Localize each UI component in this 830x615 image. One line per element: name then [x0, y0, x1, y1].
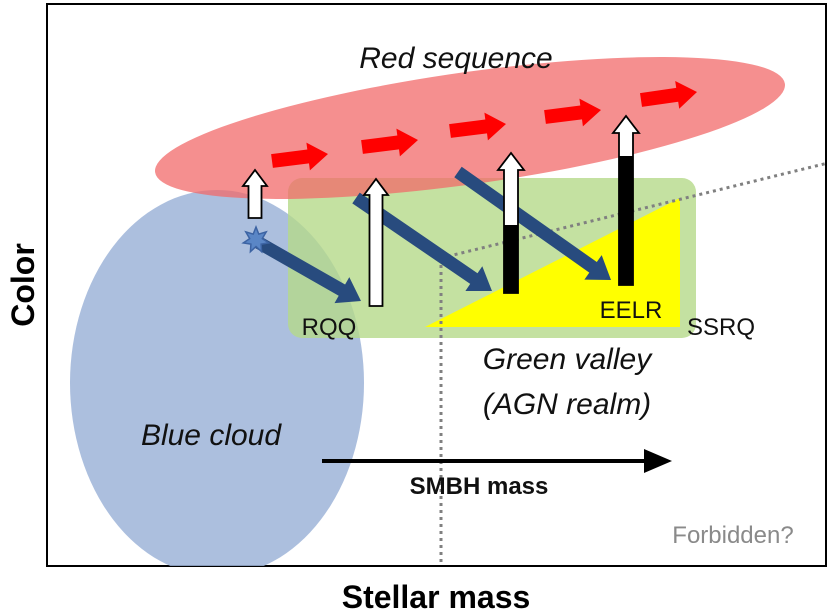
migration-arrow	[352, 192, 492, 291]
blue-cloud-label: Blue cloud	[141, 419, 282, 452]
smbh-mass-label: SMBH mass	[410, 473, 549, 500]
forbidden-label: Forbidden?	[672, 522, 793, 549]
plot-area	[70, 57, 826, 566]
red-arrows-group	[271, 81, 697, 171]
ssrq-label: SSRQ	[687, 314, 755, 341]
green-valley-label: Green valley	[483, 343, 653, 376]
up-arrow-fill-bar	[619, 156, 633, 285]
rqq-label: RQQ	[302, 314, 357, 341]
forbidden-zone	[425, 198, 680, 327]
red-arrow	[361, 128, 418, 157]
red-arrow	[449, 112, 506, 141]
red-arrow	[271, 142, 328, 171]
hollow-up-arrow-icon	[362, 177, 390, 307]
migration-arrow	[250, 234, 361, 304]
upward-arrows-group	[241, 114, 641, 307]
up-arrow-fill-bar	[504, 225, 518, 293]
migration-arrows-group	[250, 166, 611, 304]
red-arrow	[640, 81, 697, 109]
hollow-up-arrow-icon	[241, 168, 269, 219]
y-axis-title: Color	[5, 243, 41, 327]
agn-realm-label: (AGN realm)	[483, 388, 651, 421]
star-icon	[241, 224, 271, 254]
red-arrow	[544, 98, 601, 127]
eelr-label: EELR	[600, 297, 663, 324]
smbh-mass-arrowhead	[644, 449, 672, 473]
x-axis-title: Stellar mass	[342, 579, 531, 615]
migration-arrow	[454, 166, 611, 280]
red-sequence-label: Red sequence	[359, 42, 552, 75]
